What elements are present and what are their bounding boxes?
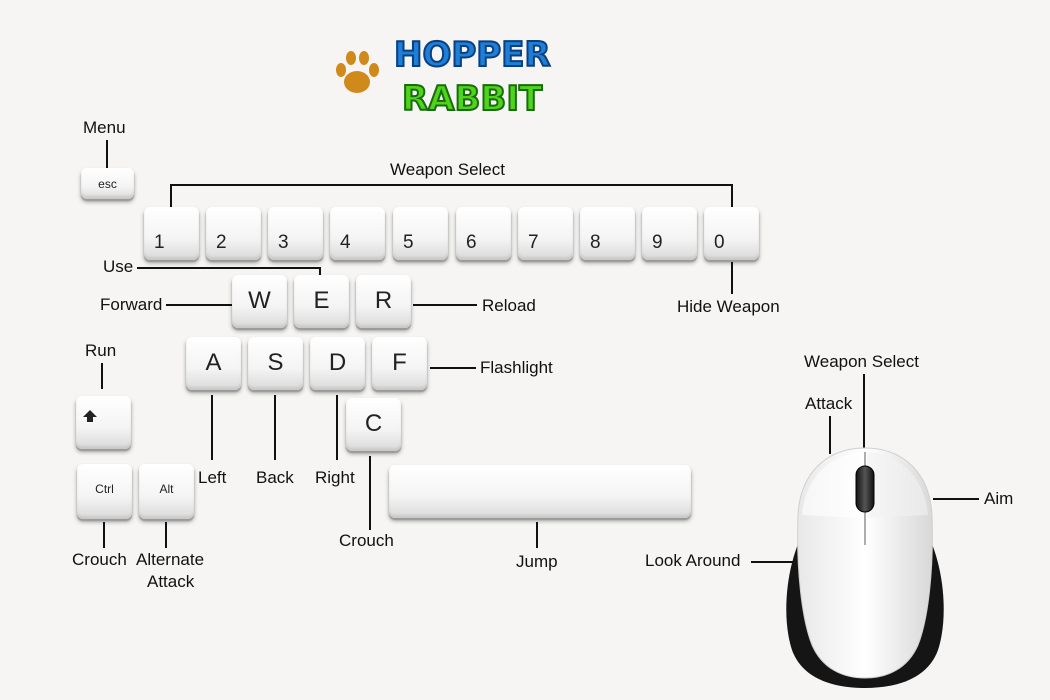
reload-connector bbox=[413, 304, 477, 306]
key-f-label: F bbox=[392, 349, 407, 376]
key-a-label: A bbox=[205, 349, 222, 376]
mouse-aim-connector bbox=[933, 498, 979, 500]
key-7-label: 7 bbox=[528, 232, 539, 253]
alternate-attack-connector bbox=[165, 522, 167, 548]
key-6-label: 6 bbox=[466, 232, 477, 253]
key-1-label: 1 bbox=[154, 232, 165, 253]
crouch-ctrl-label: Crouch bbox=[72, 550, 127, 569]
flashlight-label: Flashlight bbox=[480, 358, 553, 377]
hide-weapon-connector bbox=[731, 262, 733, 294]
back-connector bbox=[274, 395, 276, 460]
key-c[interactable]: C bbox=[346, 398, 401, 451]
crouch-ctrl-connector bbox=[103, 522, 105, 548]
hide-weapon-label: Hide Weapon bbox=[677, 297, 780, 316]
key-9-label: 9 bbox=[652, 232, 663, 253]
weapon-select-bracket-left bbox=[170, 184, 172, 208]
weapon-select-label: Weapon Select bbox=[390, 160, 505, 179]
key-w-label: W bbox=[248, 287, 271, 314]
crouch-c-connector bbox=[369, 456, 371, 530]
key-s[interactable]: S bbox=[248, 337, 303, 390]
alt-key[interactable]: Alt bbox=[139, 464, 194, 519]
key-4-label: 4 bbox=[340, 232, 351, 253]
mouse-attack-label: Attack bbox=[805, 394, 853, 413]
left-label: Left bbox=[198, 468, 227, 487]
forward-label: Forward bbox=[100, 295, 163, 314]
mouse-right-button[interactable] bbox=[867, 452, 928, 518]
key-f[interactable]: F bbox=[372, 337, 427, 390]
esc-key[interactable]: esc bbox=[81, 168, 134, 199]
mouse[interactable] bbox=[780, 440, 950, 690]
right-connector bbox=[336, 395, 338, 460]
key-s-label: S bbox=[267, 349, 284, 376]
key-2-label: 2 bbox=[216, 232, 227, 253]
key-d-label: D bbox=[328, 349, 347, 376]
key-1[interactable]: 1 bbox=[144, 207, 199, 260]
key-9[interactable]: 9 bbox=[642, 207, 697, 260]
key-0[interactable]: 0 bbox=[704, 207, 759, 260]
key-r-label: R bbox=[374, 287, 393, 314]
mouse-look-around-connector bbox=[751, 561, 797, 563]
key-d[interactable]: D bbox=[310, 337, 365, 390]
key-3[interactable]: 3 bbox=[268, 207, 323, 260]
forward-connector bbox=[166, 304, 232, 306]
key-7[interactable]: 7 bbox=[518, 207, 573, 260]
menu-connector bbox=[106, 140, 108, 168]
logo-line-1: HOPPER bbox=[394, 35, 551, 75]
key-e-label: E bbox=[313, 287, 330, 314]
key-w[interactable]: W bbox=[232, 275, 287, 328]
use-label: Use bbox=[103, 257, 134, 276]
mouse-attack-connector bbox=[829, 416, 831, 454]
shift-arrow-icon bbox=[83, 410, 97, 422]
jump-connector bbox=[536, 522, 538, 548]
key-6[interactable]: 6 bbox=[456, 207, 511, 260]
use-connector-v bbox=[319, 267, 321, 275]
esc-key-label: esc bbox=[98, 177, 117, 191]
alternate-attack-label-2: Attack bbox=[147, 572, 195, 591]
paw-icon bbox=[336, 51, 379, 93]
shift-key[interactable] bbox=[76, 396, 131, 449]
alt-key-label: Alt bbox=[159, 482, 174, 496]
key-8-label: 8 bbox=[590, 232, 601, 253]
key-8[interactable]: 8 bbox=[580, 207, 635, 260]
back-label: Back bbox=[256, 468, 294, 487]
run-connector bbox=[101, 363, 103, 389]
flashlight-connector bbox=[430, 367, 476, 369]
key-0-label: 0 bbox=[714, 232, 725, 253]
key-5-label: 5 bbox=[403, 232, 414, 253]
mouse-weapon-select-connector bbox=[863, 374, 865, 454]
reload-label: Reload bbox=[482, 296, 536, 315]
key-3-label: 3 bbox=[278, 232, 289, 253]
key-a[interactable]: A bbox=[186, 337, 241, 390]
weapon-select-bracket-right bbox=[731, 184, 733, 208]
key-4[interactable]: 4 bbox=[330, 207, 385, 260]
right-label: Right bbox=[315, 468, 355, 487]
key-c-label: C bbox=[364, 410, 383, 437]
use-connector-h bbox=[137, 267, 321, 269]
mouse-weapon-select-label: Weapon Select bbox=[804, 352, 919, 371]
key-5[interactable]: 5 bbox=[393, 207, 448, 260]
mouse-left-button[interactable] bbox=[802, 452, 863, 518]
key-r[interactable]: R bbox=[356, 275, 411, 328]
key-2[interactable]: 2 bbox=[206, 207, 261, 260]
key-e[interactable]: E bbox=[294, 275, 349, 328]
left-connector bbox=[211, 395, 213, 460]
run-label: Run bbox=[85, 341, 117, 360]
alternate-attack-label-1: Alternate bbox=[136, 550, 205, 569]
crouch-c-label: Crouch bbox=[339, 531, 394, 550]
ctrl-key[interactable]: Ctrl bbox=[77, 464, 132, 519]
mouse-scroll-wheel[interactable] bbox=[855, 465, 875, 513]
logo-line-2: RABBIT bbox=[402, 79, 543, 119]
weapon-select-bracket-top bbox=[170, 184, 733, 186]
menu-label: Menu bbox=[83, 118, 126, 137]
jump-label: Jump bbox=[516, 552, 558, 571]
spacebar-key[interactable] bbox=[389, 465, 691, 518]
hopper-rabbit-logo: HOPPER RABBIT bbox=[336, 34, 552, 120]
ctrl-key-label: Ctrl bbox=[95, 482, 114, 496]
mouse-look-around-label: Look Around bbox=[645, 551, 741, 570]
mouse-aim-label: Aim bbox=[984, 489, 1014, 508]
